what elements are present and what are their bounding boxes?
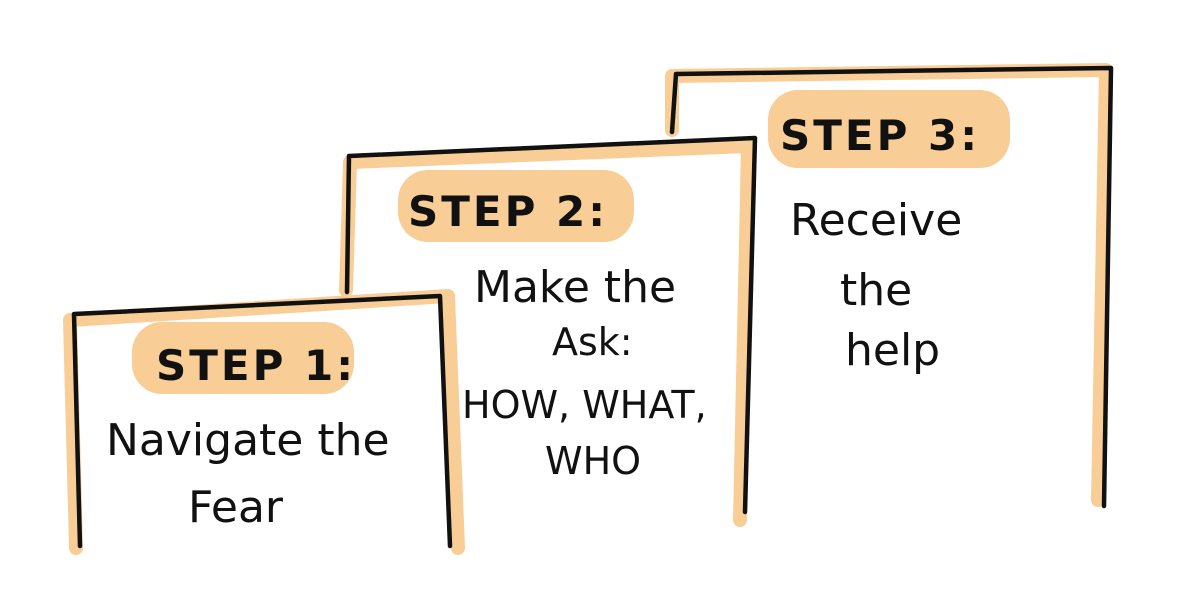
step-1-frame — [71, 293, 453, 549]
step-3-text-line-3: help — [845, 325, 940, 376]
step-1-frame-shadow — [63, 289, 465, 555]
step-2-label: STEP 2: — [408, 187, 608, 236]
step-1-label-highlight — [132, 322, 354, 394]
step-2-box: STEP 2: Make the Ask: HOW, WHAT, WHO — [339, 135, 758, 527]
step-3-box: STEP 3: Receive the help — [665, 63, 1114, 509]
step-3-text-line-2: the — [840, 265, 912, 316]
step-3-frame — [669, 65, 1114, 509]
step-2-text-line-4: WHO — [545, 439, 641, 483]
step-2-text-line-3: HOW, WHAT, — [462, 383, 707, 427]
step-3-text-line-1: Receive — [790, 195, 962, 246]
step-2-text-line-1: Make the — [474, 262, 676, 313]
step-2-label-highlight — [398, 170, 634, 242]
step-2-frame — [344, 135, 758, 515]
step-3-label: STEP 3: — [780, 111, 980, 160]
step-1-box: STEP 1: Navigate the Fear — [63, 289, 465, 555]
step-1-text-line-2: Fear — [188, 482, 284, 533]
step-1-label: STEP 1: — [156, 341, 356, 390]
step-1-text-line-1: Navigate the — [106, 415, 390, 466]
step-2-text-line-2: Ask: — [552, 320, 633, 364]
step-3-label-highlight — [768, 90, 1010, 168]
